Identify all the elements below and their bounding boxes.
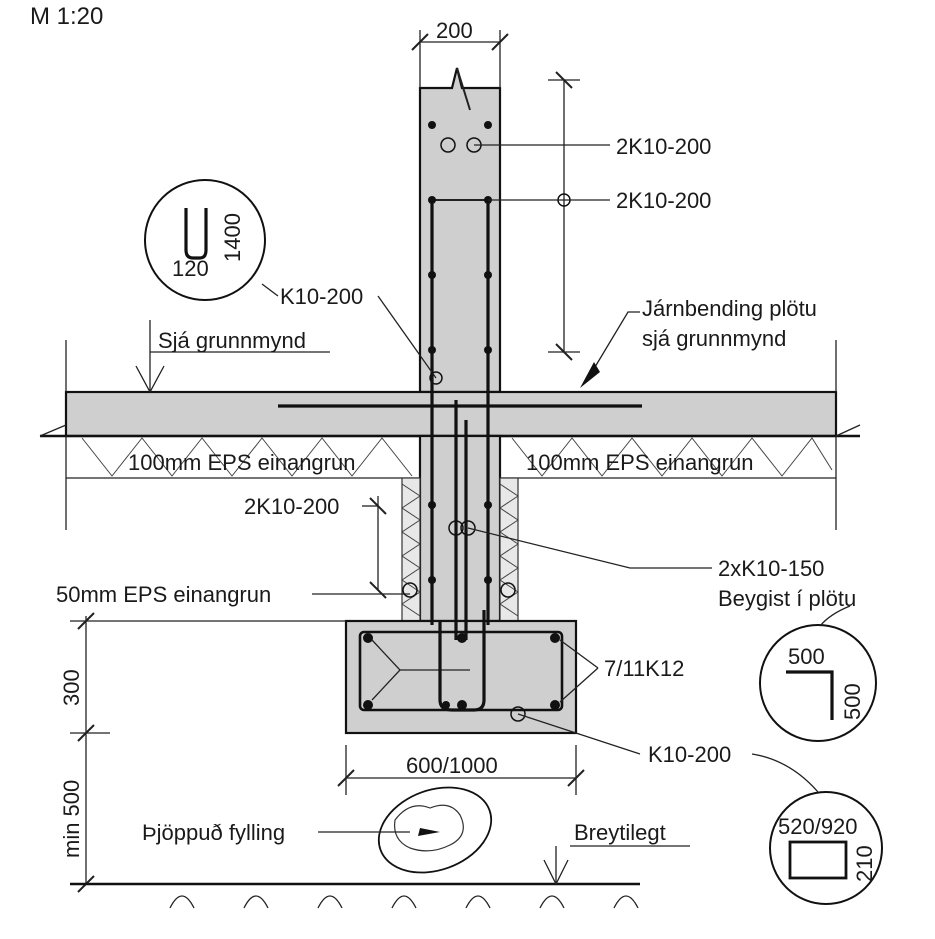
stirrup-h-text: 210 xyxy=(852,845,877,882)
dim-wall-width-text: 200 xyxy=(436,18,473,43)
stirrup-w-text: 520/920 xyxy=(778,814,858,839)
label-starter-1: 2xK10-150 xyxy=(718,556,824,581)
label-starter-2: Beygist í plötu xyxy=(718,586,856,611)
label-rebar-mid: 2K10-200 xyxy=(244,494,339,519)
dim-footing-width-text: 600/1000 xyxy=(406,753,498,778)
label-insul-left: 100mm EPS einangrun xyxy=(128,450,355,475)
label-slab-level: Sjá grunnmynd xyxy=(158,328,306,353)
label-ground: Breytilegt xyxy=(574,820,666,845)
stirrup-detail: 520/920 210 xyxy=(769,791,883,905)
wall-rebar xyxy=(428,121,492,712)
ubar-width-text: 120 xyxy=(172,256,209,281)
dim-wall-width: 200 xyxy=(411,18,509,88)
lbar-v-text: 500 xyxy=(840,683,865,720)
label-footing-bars: 7/11K12 xyxy=(604,656,684,681)
footing xyxy=(344,619,578,735)
label-rebar-top-2: 2K10-200 xyxy=(616,188,711,213)
slab-insulation xyxy=(65,436,837,530)
label-edge-insulation: 50mm EPS einangrun xyxy=(56,582,271,607)
label-insul-right: 100mm EPS einangrun xyxy=(526,450,753,475)
ubar-height-text: 1400 xyxy=(220,213,245,262)
label-fill: Þjöppuð fylling xyxy=(142,820,285,845)
dim-vertical-top xyxy=(548,71,580,361)
label-stirrup: K10-200 xyxy=(648,742,731,767)
dim-left-vertical: 300 min 500 xyxy=(59,612,346,893)
ground-line xyxy=(70,882,640,909)
floor-slab xyxy=(39,340,861,438)
label-ubar: K10-200 xyxy=(280,284,363,309)
dim-footing-height-text: 300 xyxy=(59,669,84,706)
ubar-detail: 1400 120 xyxy=(144,179,266,301)
label-slab-rebar-2: sjá grunnmynd xyxy=(642,326,786,351)
label-slab-rebar-1: Járnbending plötu xyxy=(642,296,817,321)
compacted-fill-symbol xyxy=(377,786,493,874)
lbar-h-text: 500 xyxy=(788,644,825,669)
leaders xyxy=(135,137,851,886)
scale-label: M 1:20 xyxy=(30,3,103,30)
dim-min-depth-text: min 500 xyxy=(59,780,84,858)
lbar-detail: 500 500 xyxy=(759,624,877,742)
dim-footing-width: 600/1000 xyxy=(337,745,585,795)
label-rebar-top-1: 2K10-200 xyxy=(616,134,711,159)
